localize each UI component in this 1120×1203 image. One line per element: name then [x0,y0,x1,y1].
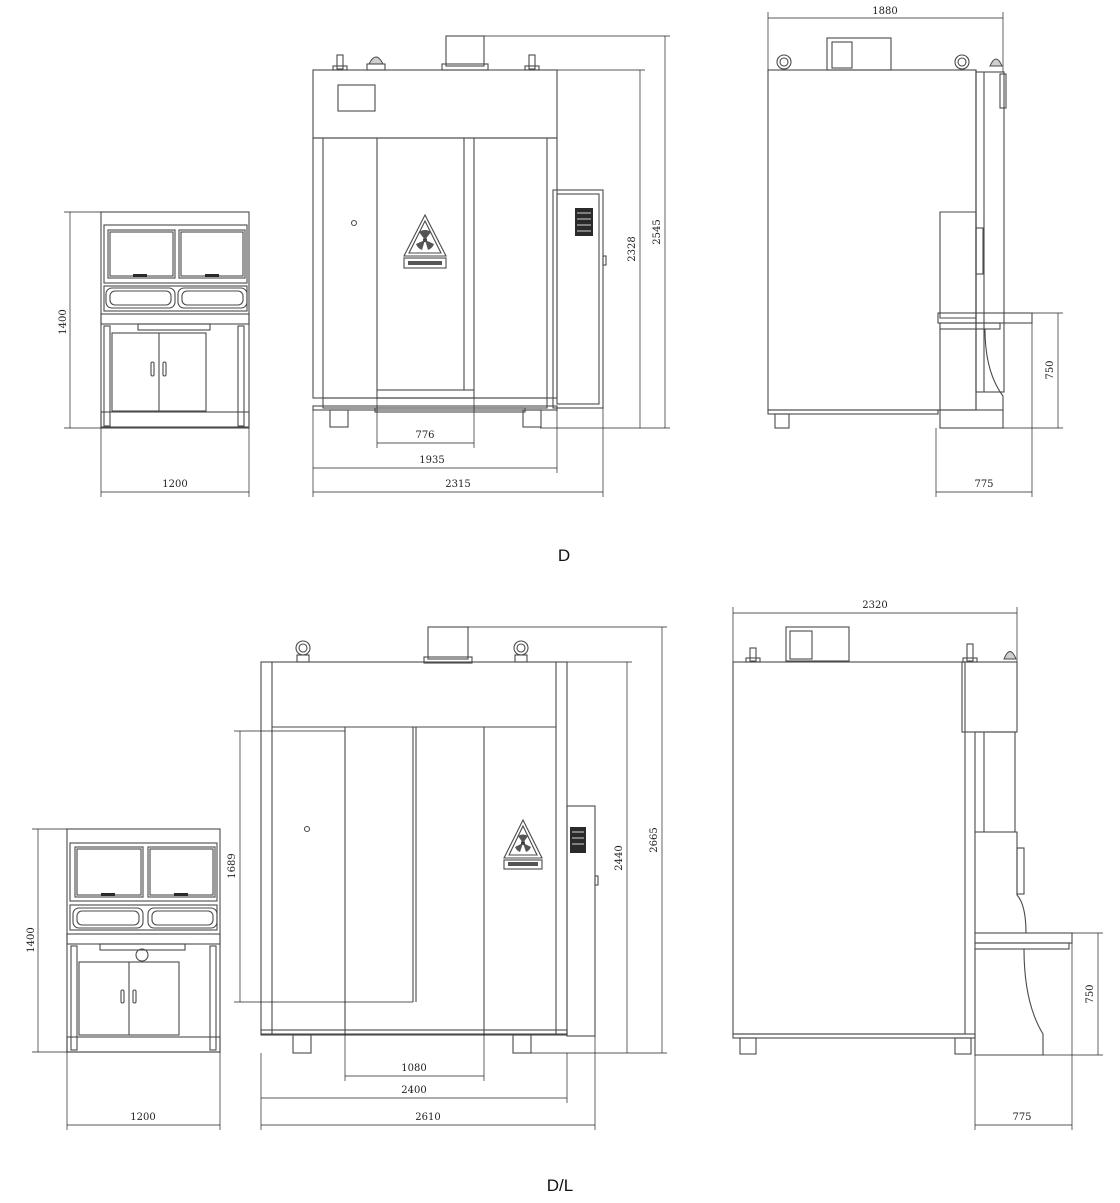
dl-table-depth-dim: 775 [1012,1112,1031,1123]
dl-side-dims: 2320 750 775 [732,600,1103,1130]
d-table-height-dim: 750 [1045,360,1056,379]
view-label-d: D [558,546,570,565]
dl-height-inner-dim: 2440 [614,845,625,870]
d-front-dims: 776 1935 2315 2328 2545 [312,35,670,497]
d-side-dims: 1880 750 775 [767,6,1063,497]
d-console-dims: 1400 1200 [58,211,250,497]
dl-table-height-dim: 750 [1085,984,1096,1003]
dl-height-total-dim: 2665 [649,827,660,852]
radiation-warning-icon [503,818,543,870]
d-total-width-dim: 2315 [445,479,470,490]
radiation-warning-icon [403,213,447,269]
dl-depth-dim: 2320 [862,600,887,611]
d-depth-dim: 1880 [872,6,897,17]
d-console-width-dim: 1200 [162,479,187,490]
dl-console-dims: 1400 1200 [26,828,221,1130]
dl-front-view [260,626,599,1054]
dl-gate-width-dim: 2400 [401,1085,426,1096]
dl-total-width-dim: 2610 [415,1112,440,1123]
dl-inner-opening-dim: 1080 [401,1063,426,1074]
view-label-dl: D/L [547,1176,573,1195]
dl-console [66,828,221,1053]
dl-opening-height-dim: 1689 [227,853,238,878]
d-side-view [767,37,1033,429]
d-height-inner-dim: 2328 [627,236,638,261]
dl-side-view [732,626,1073,1056]
d-console-height-dim: 1400 [58,309,69,334]
d-front-view [312,35,607,428]
d-table-depth-dim: 775 [974,479,993,490]
d-inner-opening-dim: 776 [415,430,434,441]
d-gate-width-dim: 1935 [419,455,444,466]
d-height-total-dim: 2545 [652,219,663,244]
dl-console-height-dim: 1400 [26,927,37,952]
dl-console-width-dim: 1200 [130,1112,155,1123]
dl-front-dims: 1689 1080 2400 2610 2440 2665 [227,626,667,1130]
d-console [100,211,250,429]
